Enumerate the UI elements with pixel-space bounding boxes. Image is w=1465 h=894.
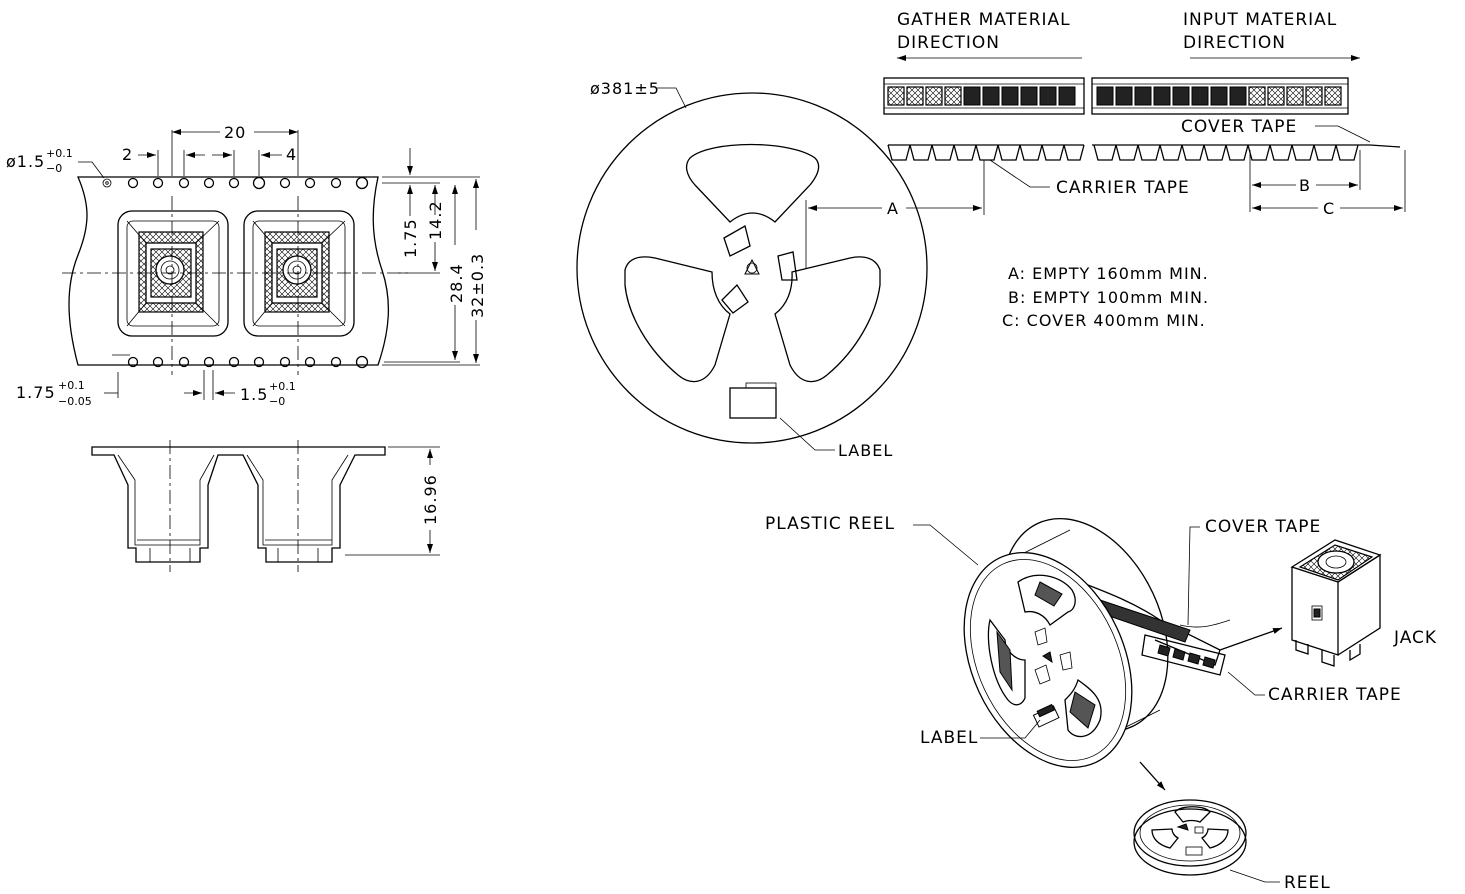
dim-pitch-20: 20	[224, 123, 246, 142]
dim-hole-dia2-lower: −0	[269, 395, 285, 408]
dim-32: 32±0.3	[468, 253, 487, 318]
dim-pitch-2: 2	[122, 145, 133, 164]
dim-c: C	[1323, 199, 1335, 218]
tape-pocket-1	[117, 210, 229, 337]
reel-front-view: ø381±5 LABEL A	[576, 79, 985, 460]
gather-direction-line1: GATHER MATERIAL	[897, 10, 1071, 30]
notes: A: EMPTY 160mm MIN. B: EMPTY 100mm MIN. …	[1002, 264, 1209, 330]
gather-direction-line2: DIRECTION	[897, 33, 1000, 53]
carrier-tape-label: CARRIER TAPE	[1056, 178, 1190, 198]
reel-diameter: ø381±5	[590, 79, 660, 98]
dim-depth: 16.96	[421, 474, 440, 525]
isometric-view: PLASTIC REEL COVER TAPE JACK CARRIER TAP…	[765, 514, 1437, 893]
tape-pocket-2	[243, 210, 355, 337]
dim-hole-dia-upper: +0.1	[46, 147, 73, 160]
dim-edge2-lower: −0.05	[58, 395, 92, 408]
note-a: A: EMPTY 160mm MIN.	[1008, 264, 1209, 283]
cover-tape-label: COVER TAPE	[1181, 117, 1297, 137]
small-reel	[1133, 799, 1247, 876]
note-c: C: COVER 400mm MIN.	[1002, 311, 1206, 330]
dim-b: B	[1299, 176, 1311, 195]
jack-label: JACK	[1393, 628, 1437, 648]
dim-pitch-4: 4	[286, 145, 297, 164]
reel-label: REEL	[1284, 873, 1331, 893]
jack-component	[1290, 539, 1382, 667]
dim-hole-dia: ø1.5	[6, 152, 45, 171]
dim-hole-dia-lower: −0	[46, 162, 62, 175]
tape-top-view: 20 2 4 ø1.5 +0.1 −0 1.75 14.2 28.4	[6, 123, 487, 408]
dim-284: 28.4	[447, 263, 466, 303]
dim-edge2: 1.75	[16, 383, 56, 402]
input-direction-line2: DIRECTION	[1183, 33, 1286, 53]
dim-142: 14.2	[426, 200, 445, 240]
reel-label-callout: LABEL	[838, 441, 893, 460]
iso-carrier-tape-label: CARRIER TAPE	[1268, 685, 1402, 705]
dim-edge2-upper: +0.1	[58, 379, 85, 392]
sprocket-holes-bottom	[127, 355, 369, 369]
tape-side-view: 16.96	[91, 440, 440, 572]
input-direction-line1: INPUT MATERIAL	[1183, 10, 1337, 30]
dim-hole-dia2-upper: +0.1	[269, 380, 296, 393]
dim-a: A	[887, 199, 899, 218]
dim-hole-dia2: 1.5	[240, 385, 268, 404]
dim-edge-175: 1.75	[401, 218, 420, 258]
sprocket-holes-top	[102, 176, 369, 190]
note-b: B: EMPTY 100mm MIN.	[1008, 288, 1209, 307]
iso-cover-tape-label: COVER TAPE	[1205, 517, 1321, 537]
plastic-reel-label: PLASTIC REEL	[765, 514, 895, 534]
iso-label-callout: LABEL	[920, 728, 978, 748]
tape-strip: GATHER MATERIAL DIRECTION INPUT MATERIAL…	[883, 10, 1406, 218]
